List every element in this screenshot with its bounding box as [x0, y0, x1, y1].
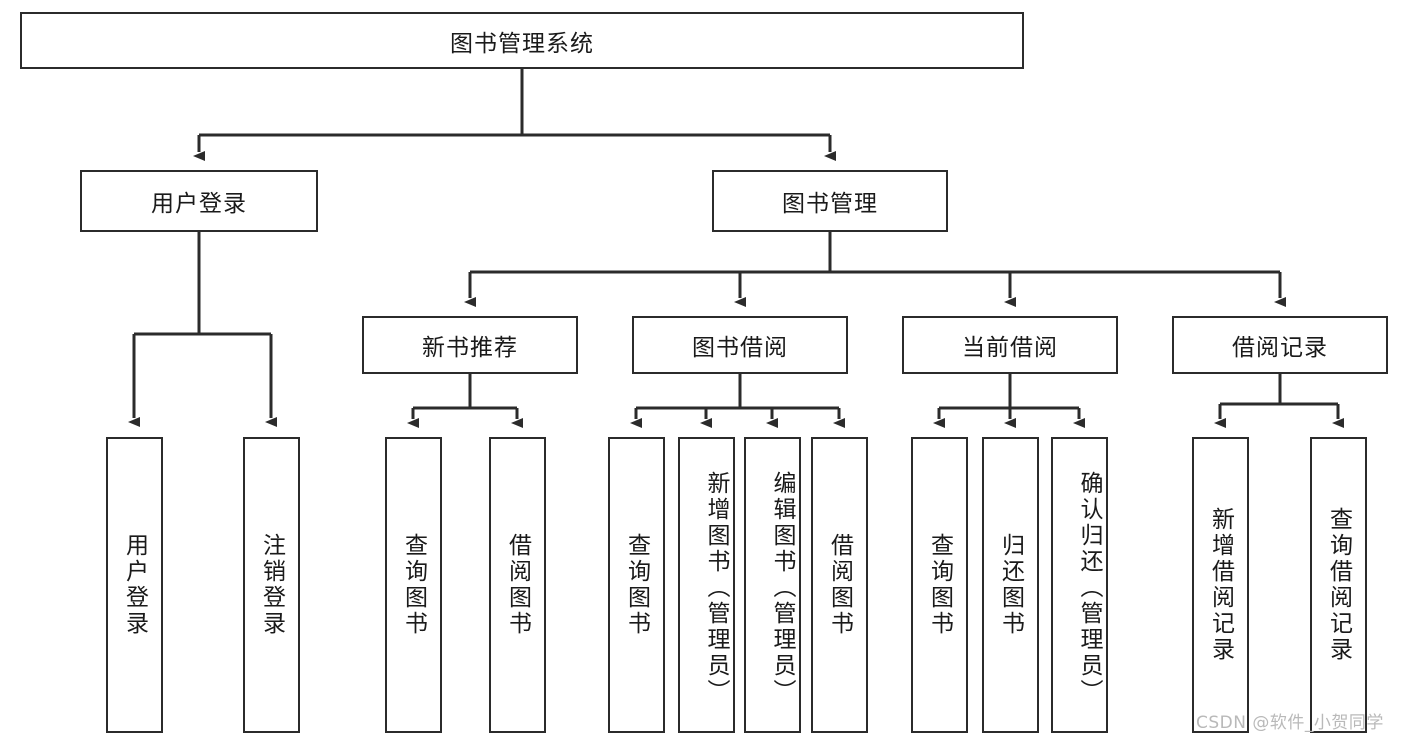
node-new-book-recommend[interactable]: 新书推荐: [362, 316, 578, 374]
node-leaf-borrow-book-1[interactable]: 借阅图书: [489, 437, 546, 733]
node-leaf-confirm-return-label: 确认归还（管理员）: [1076, 471, 1102, 705]
watermark-text: CSDN @软件_小贺同学: [1196, 713, 1384, 733]
node-leaf-add-book[interactable]: 新增图书（管理员）: [678, 437, 735, 733]
node-leaf-query-book-2[interactable]: 查询图书: [608, 437, 665, 733]
node-book-management-label: 图书管理: [782, 191, 878, 217]
node-leaf-query-book-1-label: 查询图书: [400, 533, 427, 637]
node-root[interactable]: 图书管理系统: [20, 12, 1024, 69]
node-leaf-return-book-label: 归还图书: [997, 533, 1024, 637]
node-user-login[interactable]: 用户登录: [80, 170, 318, 232]
node-leaf-query-book-1[interactable]: 查询图书: [385, 437, 442, 733]
node-book-management[interactable]: 图书管理: [712, 170, 948, 232]
node-borrow-record[interactable]: 借阅记录: [1172, 316, 1388, 374]
node-leaf-user-login-label: 用户登录: [121, 533, 148, 637]
node-leaf-return-book[interactable]: 归还图书: [982, 437, 1039, 733]
node-book-borrow-label: 图书借阅: [692, 335, 788, 361]
node-leaf-logout-label: 注销登录: [258, 533, 285, 637]
node-leaf-add-record[interactable]: 新增借阅记录: [1192, 437, 1249, 733]
watermark: CSDN @软件_小贺同学: [1196, 708, 1384, 733]
node-leaf-add-record-label: 新增借阅记录: [1207, 507, 1234, 663]
node-new-book-recommend-label: 新书推荐: [422, 335, 518, 361]
node-root-label: 图书管理系统: [450, 30, 594, 57]
node-leaf-query-book-3[interactable]: 查询图书: [911, 437, 968, 733]
node-leaf-edit-book-label: 编辑图书（管理员）: [769, 471, 795, 705]
node-leaf-add-book-label: 新增图书（管理员）: [703, 471, 729, 705]
node-leaf-query-book-3-label: 查询图书: [926, 533, 953, 637]
node-leaf-query-record-label: 查询借阅记录: [1325, 507, 1352, 663]
node-leaf-confirm-return[interactable]: 确认归还（管理员）: [1051, 437, 1108, 733]
node-leaf-edit-book[interactable]: 编辑图书（管理员）: [744, 437, 801, 733]
node-current-borrow-label: 当前借阅: [962, 335, 1058, 361]
node-leaf-user-login[interactable]: 用户登录: [106, 437, 163, 733]
node-borrow-record-label: 借阅记录: [1232, 335, 1328, 361]
node-leaf-logout[interactable]: 注销登录: [243, 437, 300, 733]
node-leaf-borrow-book-2-label: 借阅图书: [826, 533, 853, 637]
node-current-borrow[interactable]: 当前借阅: [902, 316, 1118, 374]
node-leaf-borrow-book-2[interactable]: 借阅图书: [811, 437, 868, 733]
node-user-login-label: 用户登录: [151, 191, 247, 217]
node-leaf-query-book-2-label: 查询图书: [623, 533, 650, 637]
node-leaf-query-record[interactable]: 查询借阅记录: [1310, 437, 1367, 733]
node-book-borrow[interactable]: 图书借阅: [632, 316, 848, 374]
node-leaf-borrow-book-1-label: 借阅图书: [504, 533, 531, 637]
